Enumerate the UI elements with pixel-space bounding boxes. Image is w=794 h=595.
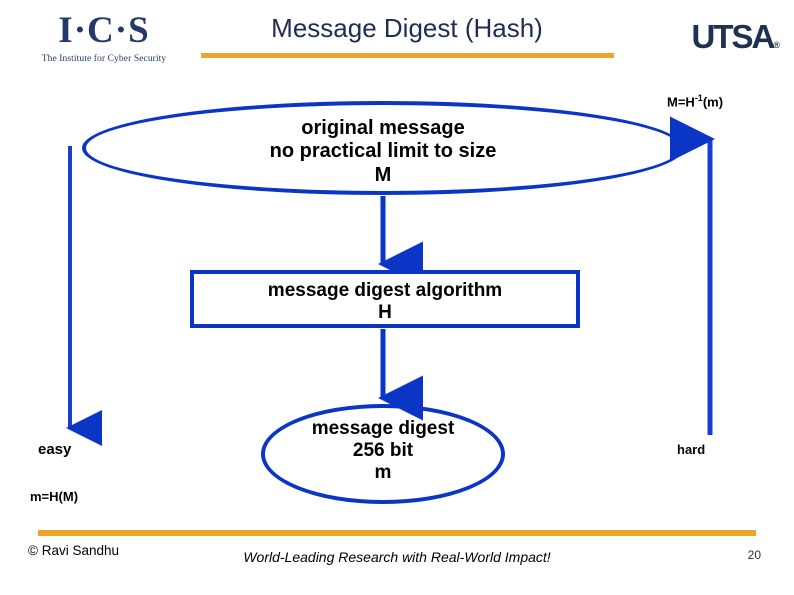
original-message-text: original message no practical limit to s… (86, 117, 680, 187)
page-title: Message Digest (Hash) (271, 13, 543, 43)
inverse-formula-prefix: M=H (667, 94, 695, 110)
inverse-formula-suffix: (m) (702, 94, 724, 110)
inverse-formula-label: M=H-1(m) (667, 93, 723, 109)
original-message-line-1: original message (301, 117, 465, 139)
original-message-line-3: M (374, 163, 392, 186)
utsa-logo: UTSA® (692, 18, 780, 56)
inverse-formula-superscript: -1 (694, 93, 703, 103)
algorithm-line-1: message digest algorithm (267, 280, 503, 301)
digest-text: message digest 256 bit m (265, 418, 501, 485)
message-digest-algorithm-box: message digest algorithm H (190, 270, 580, 328)
digest-line-2: 256 bit (352, 440, 414, 462)
ics-logo: I·C·S The Institute for Cyber Security (24, 10, 184, 64)
utsa-registered-mark: ® (773, 40, 780, 50)
title-underline-rule (201, 53, 614, 58)
algorithm-text: message digest algorithm H (194, 280, 576, 324)
algorithm-line-2: H (378, 302, 392, 324)
forward-formula-label: m=H(M) (30, 489, 79, 504)
easy-label: easy (38, 441, 72, 458)
message-digest-ellipse: message digest 256 bit m (261, 404, 505, 504)
footer-tagline: World-Leading Research with Real-World I… (243, 549, 551, 565)
ics-logo-mark: I·C·S (58, 10, 150, 51)
hard-label: hard (677, 442, 706, 457)
original-message-ellipse: original message no practical limit to s… (82, 101, 684, 195)
digest-line-1: message digest (311, 418, 455, 439)
digest-line-3: m (374, 462, 392, 484)
original-message-line-2: no practical limit to size (269, 140, 497, 163)
footer-page-number: 20 (747, 548, 761, 562)
ics-logo-subtitle: The Institute for Cyber Security (41, 53, 167, 64)
footer-rule (38, 530, 756, 536)
utsa-logo-mark: UTSA (691, 18, 776, 55)
footer-copyright: © Ravi Sandhu (28, 543, 119, 558)
